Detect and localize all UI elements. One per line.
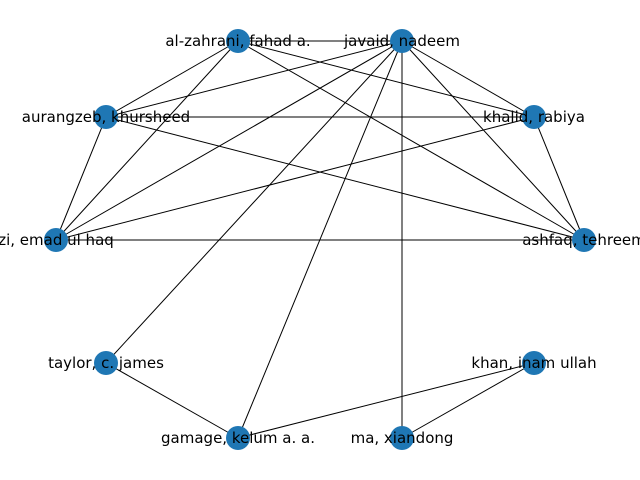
node-label-javaid: javaid, nadeem [343,32,460,50]
edge-layer [55,40,585,439]
node-zahrani [226,29,250,53]
edge-javaid-khalid [401,40,535,118]
edge-khalid-emad [55,116,535,241]
label-layer: al-zahrani, fahad a. javaid, nadeem aurang… [0,32,640,447]
node-label-khalid: khalid, rabiya [483,108,585,126]
node-label-khan: khan, inam ullah [471,354,596,372]
edge-aurangzeb-ashfaq [105,116,585,241]
edge-taylor-gamage [105,362,239,439]
node-khalid [522,105,546,129]
edge-aurangzeb-emad [55,116,107,241]
node-aurangzeb [94,105,118,129]
node-javaid [390,29,414,53]
node-label-emad: zi, emad ul haq [0,231,114,249]
edge-javaid-taylor [105,40,403,364]
edge-javaid-emad [55,40,403,241]
node-ashfaq [572,228,596,252]
edge-zahrani-ashfaq [237,40,585,241]
node-taylor [94,351,118,375]
edge-khalid-ashfaq [533,116,585,241]
node-label-ashfaq: ashfaq, tehreem [522,231,640,249]
node-gamage [226,426,250,450]
edge-zahrani-aurangzeb [105,40,239,118]
node-emad [44,228,68,252]
node-label-ma: ma, xiandong [351,429,454,447]
edge-zahrani-emad [55,40,239,241]
node-label-zahrani: al-zahrani, fahad a. [165,32,310,50]
node-ma [390,426,414,450]
edge-javaid-aurangzeb [105,40,403,118]
edge-khan-ma [401,362,535,439]
node-layer [44,29,596,450]
node-khan [522,351,546,375]
edge-khan-gamage [237,362,535,439]
node-label-aurangzeb: aurangzeb, khursheed [22,108,190,126]
node-label-taylor: taylor, c. james [48,354,164,372]
edge-javaid-ashfaq [401,40,585,241]
node-label-gamage: gamage, kelum a. a. [161,429,315,447]
